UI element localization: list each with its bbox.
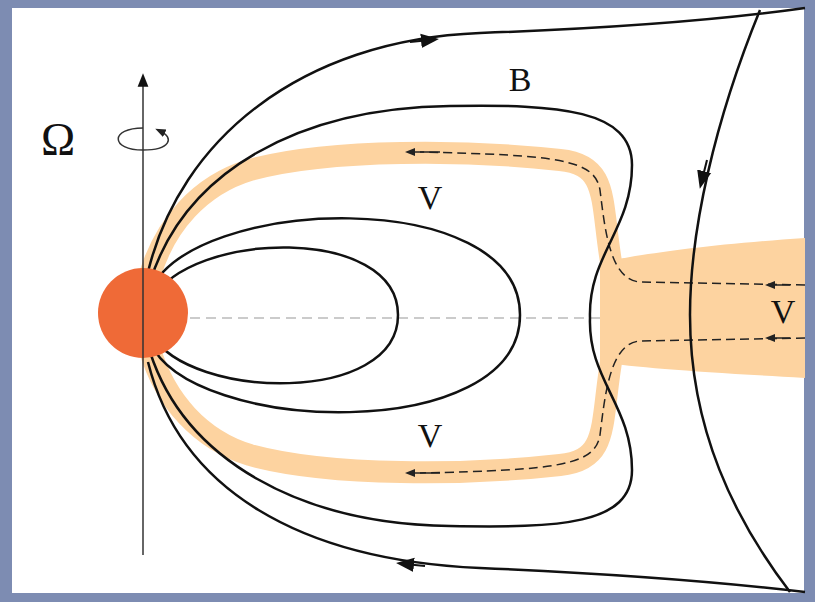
velocity-label: V xyxy=(418,181,443,215)
velocity-label: V xyxy=(418,419,443,453)
star xyxy=(98,268,188,358)
equator-line xyxy=(190,317,600,319)
field-lines xyxy=(148,8,805,592)
flow-line xyxy=(420,338,805,473)
rotation-axis xyxy=(142,80,144,555)
omega-symbol: Ω xyxy=(41,117,75,163)
rotation-arrow xyxy=(118,128,168,150)
velocity-label: V xyxy=(771,295,796,329)
field-label: B xyxy=(509,63,532,97)
flow-line xyxy=(420,152,805,285)
accretion-disk xyxy=(600,238,805,378)
